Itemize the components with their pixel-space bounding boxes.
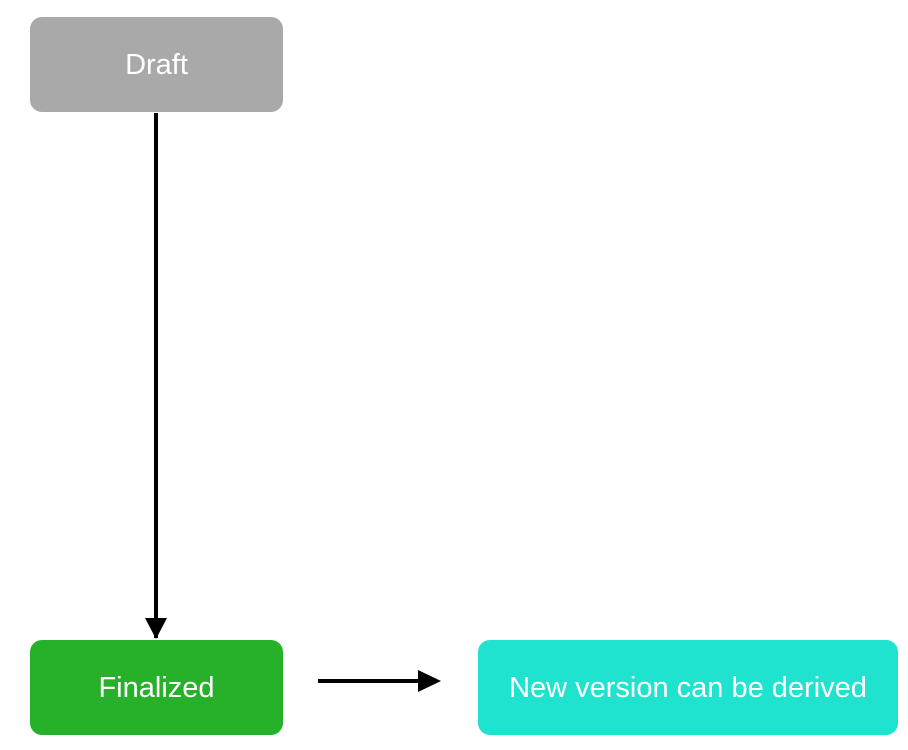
arrowhead-down-icon <box>145 618 167 639</box>
node-new-version-derived: New version can be derived <box>478 640 898 735</box>
node-draft-label: Draft <box>125 48 188 81</box>
node-finalized-label: Finalized <box>98 671 215 704</box>
arrowhead-right-icon <box>418 670 441 692</box>
node-finalized: Finalized <box>30 640 283 735</box>
node-draft: Draft <box>30 17 283 112</box>
node-new-version-derived-label: New version can be derived <box>509 671 867 704</box>
